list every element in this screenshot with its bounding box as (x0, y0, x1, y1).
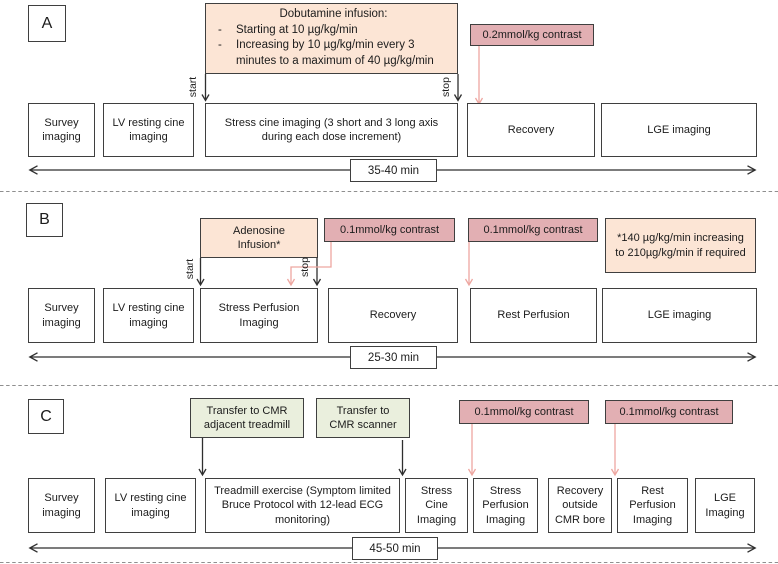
duration-c: 45-50 min (352, 537, 438, 560)
start-label-a: start (187, 76, 199, 98)
transfer-scanner-note: Transfer to CMR scanner (316, 398, 410, 438)
step-lv-resting-cine-b: LV resting cine imaging (103, 288, 194, 343)
stop-label-a: stop (440, 77, 452, 97)
step-rest-perfusion-c: Rest Perfusion Imaging (617, 478, 688, 533)
panel-a-label: A (28, 5, 66, 42)
step-recovery-outside-c: Recovery outside CMR bore (548, 478, 612, 533)
adenosine-dose-note: *140 µg/kg/min increasing to 210µg/kg/mi… (605, 218, 756, 273)
step-stress-perfusion-c: Stress Perfusion Imaging (473, 478, 538, 533)
transfer-treadmill-note: Transfer to CMR adjacent treadmill (190, 398, 304, 438)
step-rest-perfusion-b: Rest Perfusion (470, 288, 597, 343)
step-lge-imaging-a: LGE imaging (601, 103, 757, 157)
panel-b-label: B (26, 203, 63, 237)
step-recovery-a: Recovery (467, 103, 595, 157)
step-lv-resting-cine-c: LV resting cine imaging (105, 478, 196, 533)
step-recovery-b: Recovery (328, 288, 458, 343)
contrast-note-b2: 0.1mmol/kg contrast (468, 218, 598, 242)
contrast-note-b1: 0.1mmol/kg contrast (324, 218, 455, 242)
step-survey-imaging-c: Survey imaging (28, 478, 95, 533)
step-lge-imaging-b: LGE imaging (602, 288, 757, 343)
panel-c-label: C (28, 399, 64, 434)
step-survey-imaging-b: Survey imaging (28, 288, 95, 343)
duration-b: 25-30 min (350, 346, 437, 369)
bullet-dash: - (218, 39, 222, 52)
contrast-note-c2: 0.1mmol/kg contrast (605, 400, 733, 424)
step-stress-perfusion-b: Stress Perfusion Imaging (200, 288, 318, 343)
duration-a: 35-40 min (350, 159, 437, 182)
dobutamine-bullet-2: - Increasing by 10 µg/kg/min every 3 min… (218, 38, 449, 69)
step-lv-resting-cine-a: LV resting cine imaging (103, 103, 194, 157)
start-stop-arrows (196, 74, 463, 287)
step-stress-cine-c: Stress Cine Imaging (405, 478, 468, 533)
adenosine-infusion-note: Adenosine Infusion* (200, 218, 318, 258)
step-survey-imaging-a: Survey imaging (28, 103, 95, 157)
dobutamine-note-title: Dobutamine infusion: (279, 8, 388, 20)
step-treadmill-exercise-c: Treadmill exercise (Symptom limited Bruc… (205, 478, 400, 533)
bullet-dash: - (218, 23, 222, 36)
contrast-note-c1: 0.1mmol/kg contrast (459, 400, 589, 424)
panel-separator-lines (0, 190, 778, 564)
transfer-arrows (198, 438, 407, 477)
stop-label-b: stop (299, 257, 311, 277)
dobutamine-infusion-note: Dobutamine infusion: - Starting at 10 µg… (205, 3, 458, 74)
step-lge-imaging-c: LGE Imaging (695, 478, 755, 533)
contrast-note-a: 0.2mmol/kg contrast (470, 24, 594, 46)
step-stress-cine-a: Stress cine imaging (3 short and 3 long … (205, 103, 458, 157)
start-label-b: start (184, 258, 196, 280)
dobutamine-bullet-1: - Starting at 10 µg/kg/min (218, 23, 449, 39)
